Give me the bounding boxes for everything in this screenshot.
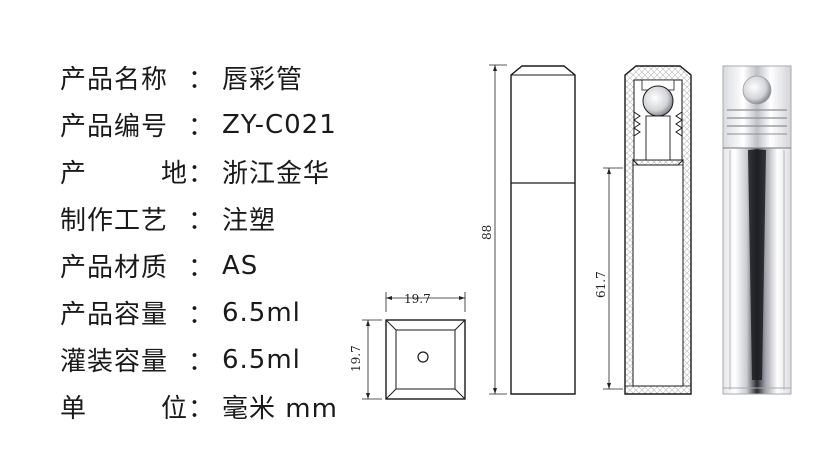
spec-label: 灌装容量 [60,347,169,377]
spec-label: 制作工艺 [60,206,169,236]
spec-value: 浙江金华 [222,159,331,189]
spec-value: 6.5ml [222,297,301,328]
spec-row-product-name: 产品名称：唇彩管 [60,54,338,101]
spec-label: 产品名称 [60,65,169,95]
dim-inner-height: 61.7 [594,271,608,298]
spec-row-process: 制作工艺：注塑 [60,195,338,242]
top-view: 19.7 19.7 [349,292,466,400]
spec-label-char: 产 [60,159,88,189]
spec-row-product-code: 产品编号：ZY-C021 [60,101,338,148]
spec-label: 单位 [60,388,188,425]
spec-label-char: 单 [60,394,88,424]
cross-section-view: 61.7 [594,65,692,395]
spec-label: 产品材质 [60,253,169,283]
dim-top-height: 19.7 [349,345,363,372]
spec-row-fill-capacity: 灌装容量：6.5ml [60,336,338,383]
spec-label: 产地 [60,153,188,190]
spec-list: 产品名称：唇彩管 产品编号：ZY-C021 产地：浙江金华 制作工艺：注塑 产品… [60,54,338,430]
spec-label: 产品编号 [60,112,169,142]
dim-top-width: 19.7 [404,292,431,306]
spec-row-origin: 产地：浙江金华 [60,148,338,195]
spec-label-char: 位 [160,394,188,424]
spec-value: 毫米 mm [222,394,338,424]
spec-value: 6.5ml [222,344,301,375]
spec-value: 唇彩管 [222,65,304,95]
spec-row-material: 产品材质：AS [60,242,338,289]
spec-row-capacity: 产品容量：6.5ml [60,289,338,336]
product-render [722,65,792,395]
spec-value: 注塑 [222,206,277,236]
dim-total-height: 88 [480,225,494,240]
spec-row-unit: 单位：毫米 mm [60,383,338,430]
spec-label: 产品容量 [60,300,169,330]
side-view: 88 [480,64,576,395]
spec-value: AS [222,250,259,281]
spec-label-char: 地 [160,159,188,189]
spec-value: ZY-C021 [222,109,337,140]
